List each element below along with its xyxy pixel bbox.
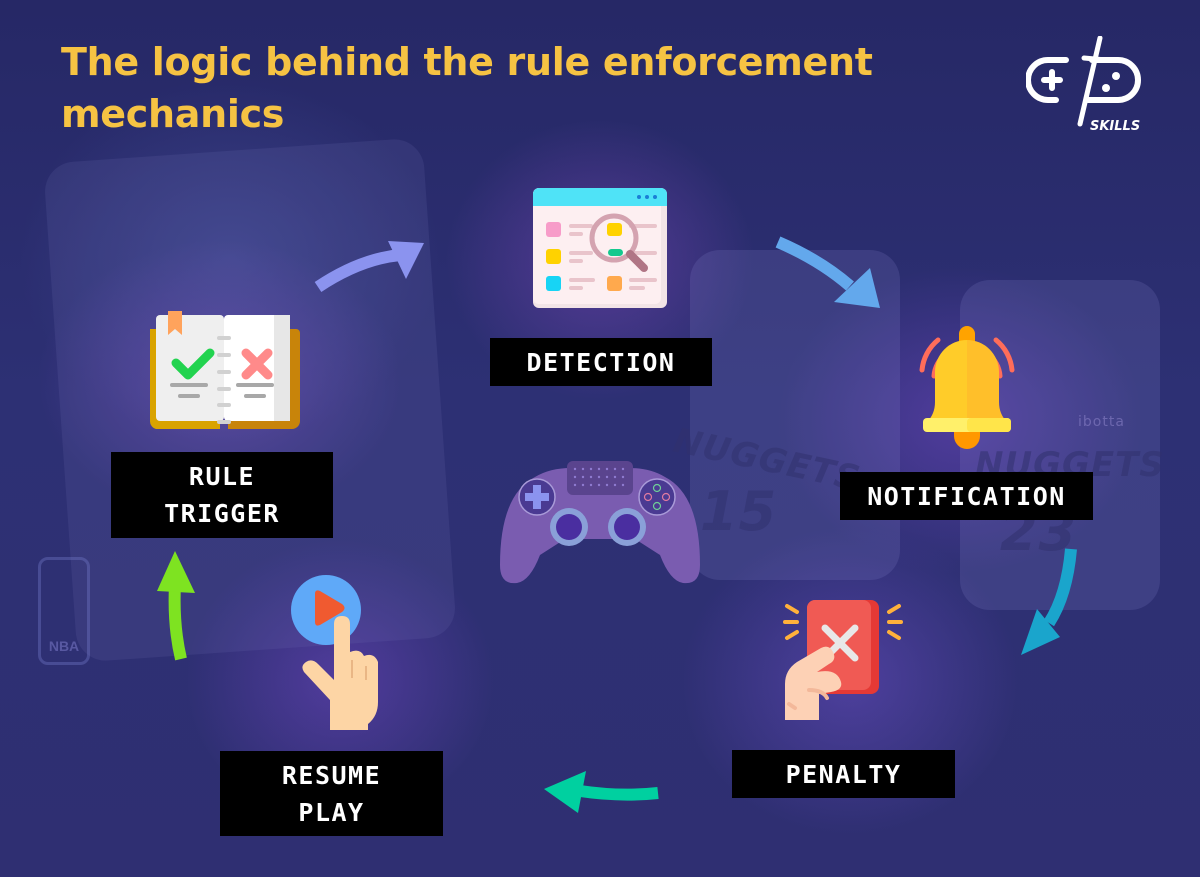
step-label-penalty: PENALTY (732, 750, 955, 798)
notification-label-text: NOTIFICATION (867, 481, 1066, 511)
background-jersey-shape (960, 280, 1160, 610)
step-label-rule-trigger: RULE TRIGGER (111, 452, 333, 538)
nba-logo: NBA (38, 557, 90, 665)
arrow-resume-to-trigger-icon (157, 551, 195, 661)
arrow-notification-to-penalty-icon (1021, 548, 1077, 655)
magnifier-document-icon (531, 186, 667, 315)
ringing-bell-icon (904, 322, 1030, 459)
arrow-trigger-to-detection-icon (314, 241, 424, 292)
rule-trigger-label-line2: TRIGGER (164, 499, 280, 528)
resume-play-label-line2: PLAY (298, 797, 365, 827)
detection-label-text: DETECTION (526, 347, 676, 377)
page-title: The logic behind the rule enforcement me… (61, 40, 873, 136)
gamepad-sword-logo-icon: SKILLS (1025, 35, 1141, 134)
background-jersey-number: 15 (700, 480, 778, 543)
background-sponsor-text: ibotta (1078, 414, 1125, 430)
press-play-icon (290, 574, 382, 735)
arrow-penalty-to-resume-icon (544, 771, 659, 813)
svg-text:SKILLS: SKILLS (1090, 119, 1140, 132)
step-label-notification: NOTIFICATION (840, 472, 1093, 520)
arrow-detection-to-notification-icon (775, 236, 880, 308)
brand-logo: SKILLS (1025, 35, 1146, 134)
rule-trigger-label-line1: RULE (188, 462, 256, 491)
step-label-detection: DETECTION (490, 338, 712, 386)
nba-logo-text: NBA (48, 638, 80, 654)
penalty-label-text: PENALTY (785, 759, 902, 789)
rule-book-icon (146, 305, 302, 436)
game-controller-icon (495, 455, 705, 590)
resume-play-label-line1: RESUME (281, 760, 382, 790)
red-card-icon (781, 596, 905, 727)
step-label-resume-play: RESUME PLAY (220, 751, 443, 836)
